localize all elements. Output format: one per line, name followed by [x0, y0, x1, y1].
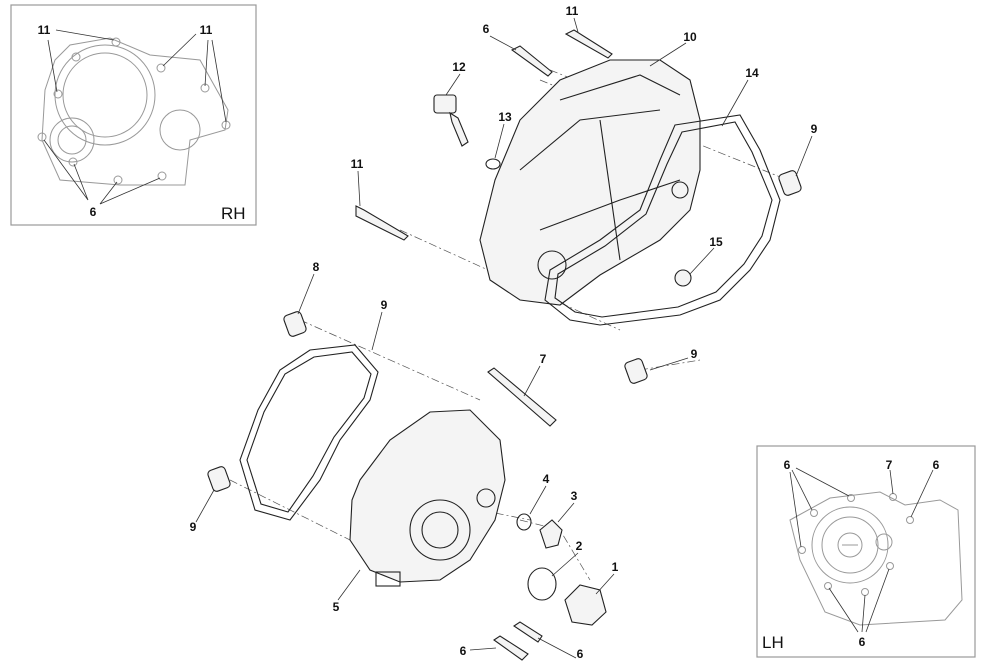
bolt-7 [487, 367, 557, 427]
callout-12: 12 [452, 60, 466, 74]
rh-crankcase-cover [479, 59, 701, 306]
o-ring-4 [516, 513, 532, 531]
callout-14: 14 [745, 66, 759, 80]
o-ring-13 [485, 158, 501, 170]
bolt-6-bottom [493, 635, 529, 661]
rh-callout-11b: 11 [200, 23, 213, 37]
dowels [207, 170, 802, 492]
callout-9-gasket: 9 [381, 298, 388, 312]
callout-6-top: 6 [483, 22, 490, 36]
callout-11-top: 11 [566, 4, 579, 18]
callout-9-left: 9 [190, 520, 197, 534]
callout-10: 10 [683, 30, 697, 44]
rh-callout-6: 6 [90, 205, 97, 219]
rh-cover-gasket [544, 114, 781, 326]
lh-cover-gasket [239, 344, 379, 521]
lh-inset: 6 7 6 6 LH [756, 445, 976, 658]
o-ring-2 [527, 567, 557, 601]
callout-3: 3 [571, 489, 578, 503]
bolt-6-bottom-right [513, 621, 543, 643]
callout-1: 1 [612, 560, 619, 574]
callout-8: 8 [313, 260, 320, 274]
bolts [355, 29, 613, 661]
lh-callout-6a: 6 [784, 458, 791, 472]
callout-6-bottom-left: 6 [460, 644, 467, 658]
bolt-11-top [564, 29, 613, 59]
rh-inset: 11 11 6 RH [10, 4, 257, 226]
callout-15: 15 [709, 235, 723, 249]
callout-6-bottom-right: 6 [577, 647, 584, 661]
callout-9-right: 9 [811, 122, 818, 136]
plug-3 [539, 519, 563, 549]
plug-1 [564, 584, 607, 626]
rh-inset-label: RH [221, 204, 246, 223]
lh-callout-7: 7 [886, 458, 893, 472]
callout-9-lower-right: 9 [691, 347, 698, 361]
callout-2: 2 [576, 539, 583, 553]
callout-5: 5 [333, 600, 340, 614]
lh-inset-label: LH [762, 633, 784, 652]
sensor-part-12 [433, 94, 469, 147]
callout-13: 13 [498, 110, 512, 124]
callout-11-left: 11 [351, 157, 364, 171]
bolt-11-left [355, 205, 409, 241]
lh-cover [349, 409, 506, 587]
lh-callout-6c: 6 [859, 635, 866, 649]
callout-7: 7 [540, 352, 547, 366]
leader-lines [195, 17, 813, 659]
rh-callout-11a: 11 [38, 23, 51, 37]
callouts: 11 6 10 12 14 13 9 11 15 8 9 9 7 4 3 2 1… [190, 4, 818, 661]
bolt-6-top [510, 45, 553, 77]
lh-callout-6b: 6 [933, 458, 940, 472]
callout-4: 4 [543, 472, 550, 486]
